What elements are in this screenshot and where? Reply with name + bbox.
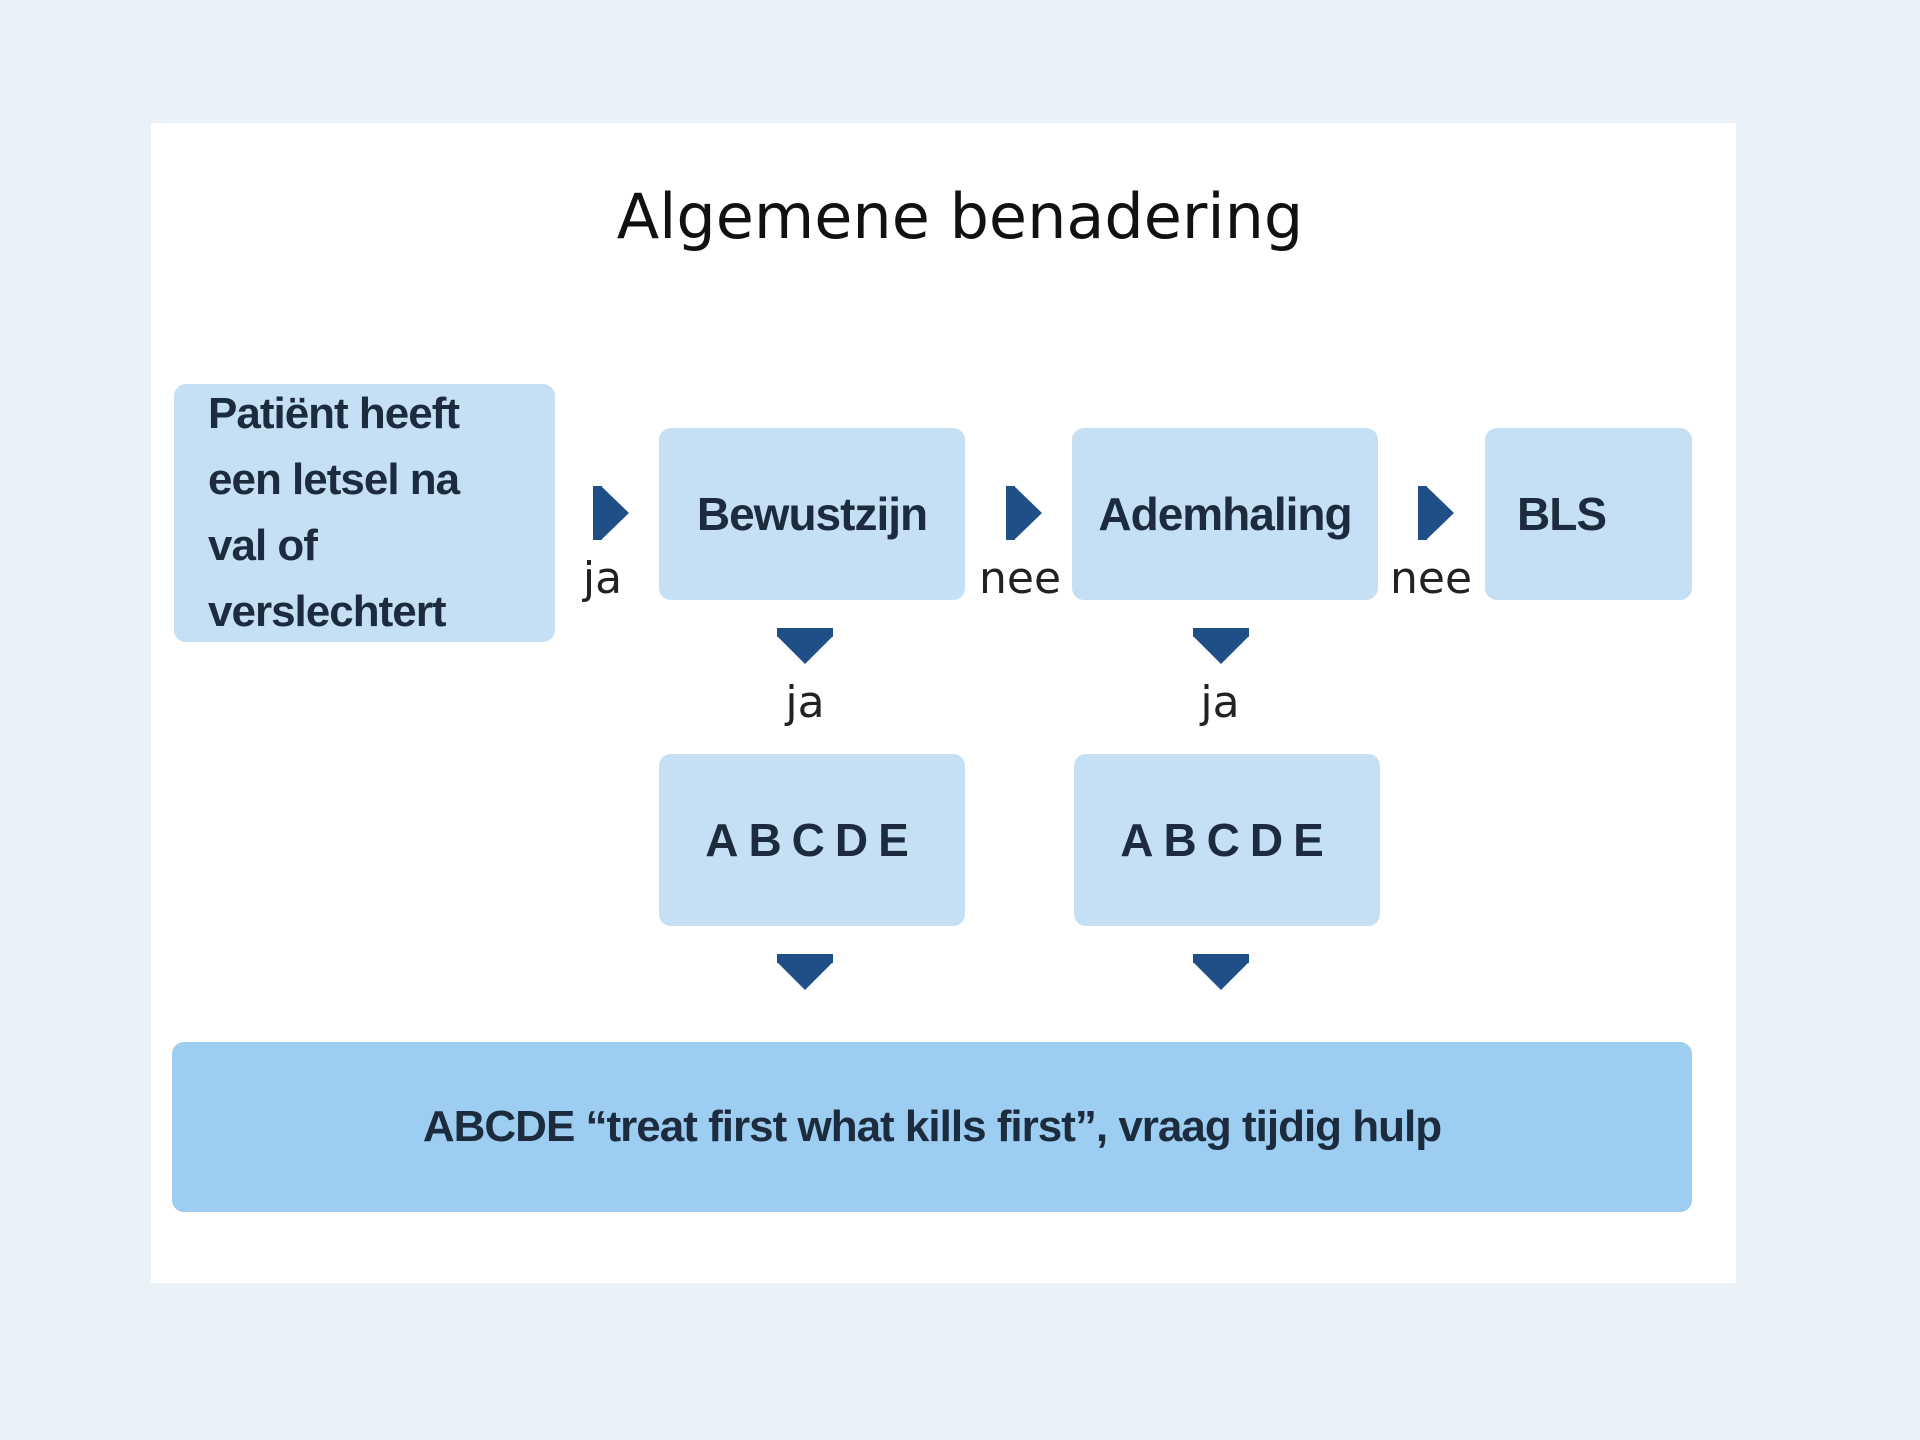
label-ja-consciousness: ja	[785, 677, 825, 728]
label-nee-consciousness: nee	[978, 553, 1062, 604]
label-nee-breathing: nee	[1389, 553, 1473, 604]
final-node: ABCDE “treat first what kills first”, vr…	[172, 1042, 1692, 1212]
breathing-node: Ademhaling	[1072, 428, 1378, 600]
bls-node: BLS	[1485, 428, 1692, 600]
label-ja-breathing: ja	[1200, 677, 1240, 728]
abcde-node-1: ABCDE	[659, 754, 965, 926]
arrow-down-icon	[777, 954, 833, 990]
consciousness-node: Bewustzijn	[659, 428, 965, 600]
start-node: Patiënt heeft een letsel na val of versl…	[174, 384, 555, 642]
arrow-right-icon	[593, 486, 629, 540]
arrow-down-icon	[777, 628, 833, 664]
abcde-node-2: ABCDE	[1074, 754, 1380, 926]
arrow-right-icon	[1006, 486, 1042, 540]
arrow-down-icon	[1193, 954, 1249, 990]
diagram-title: Algemene benadering	[616, 180, 1304, 253]
arrow-right-icon	[1418, 486, 1454, 540]
label-ja-start: ja	[582, 553, 623, 604]
arrow-down-icon	[1193, 628, 1249, 664]
